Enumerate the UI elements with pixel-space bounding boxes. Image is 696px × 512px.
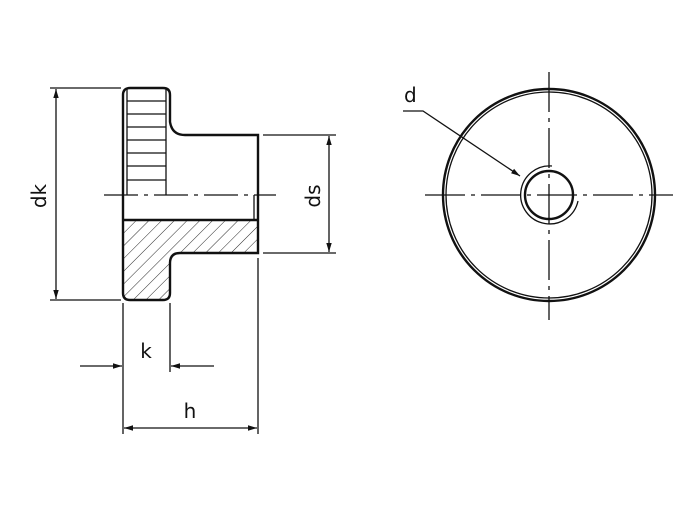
- k-label: k: [140, 339, 152, 363]
- d-leader-line: [403, 110, 521, 177]
- section-hatch: [123, 220, 258, 300]
- h-label: h: [184, 399, 197, 423]
- nut-outline: [121, 86, 260, 302]
- front-view: d: [403, 72, 673, 320]
- d-label: d: [404, 83, 417, 107]
- ds-label: ds: [301, 184, 325, 207]
- knurl-lines: [126, 88, 167, 195]
- thread-arc: [520, 165, 579, 225]
- side-view: dk ds k h: [27, 86, 336, 434]
- dk-label: dk: [27, 183, 51, 208]
